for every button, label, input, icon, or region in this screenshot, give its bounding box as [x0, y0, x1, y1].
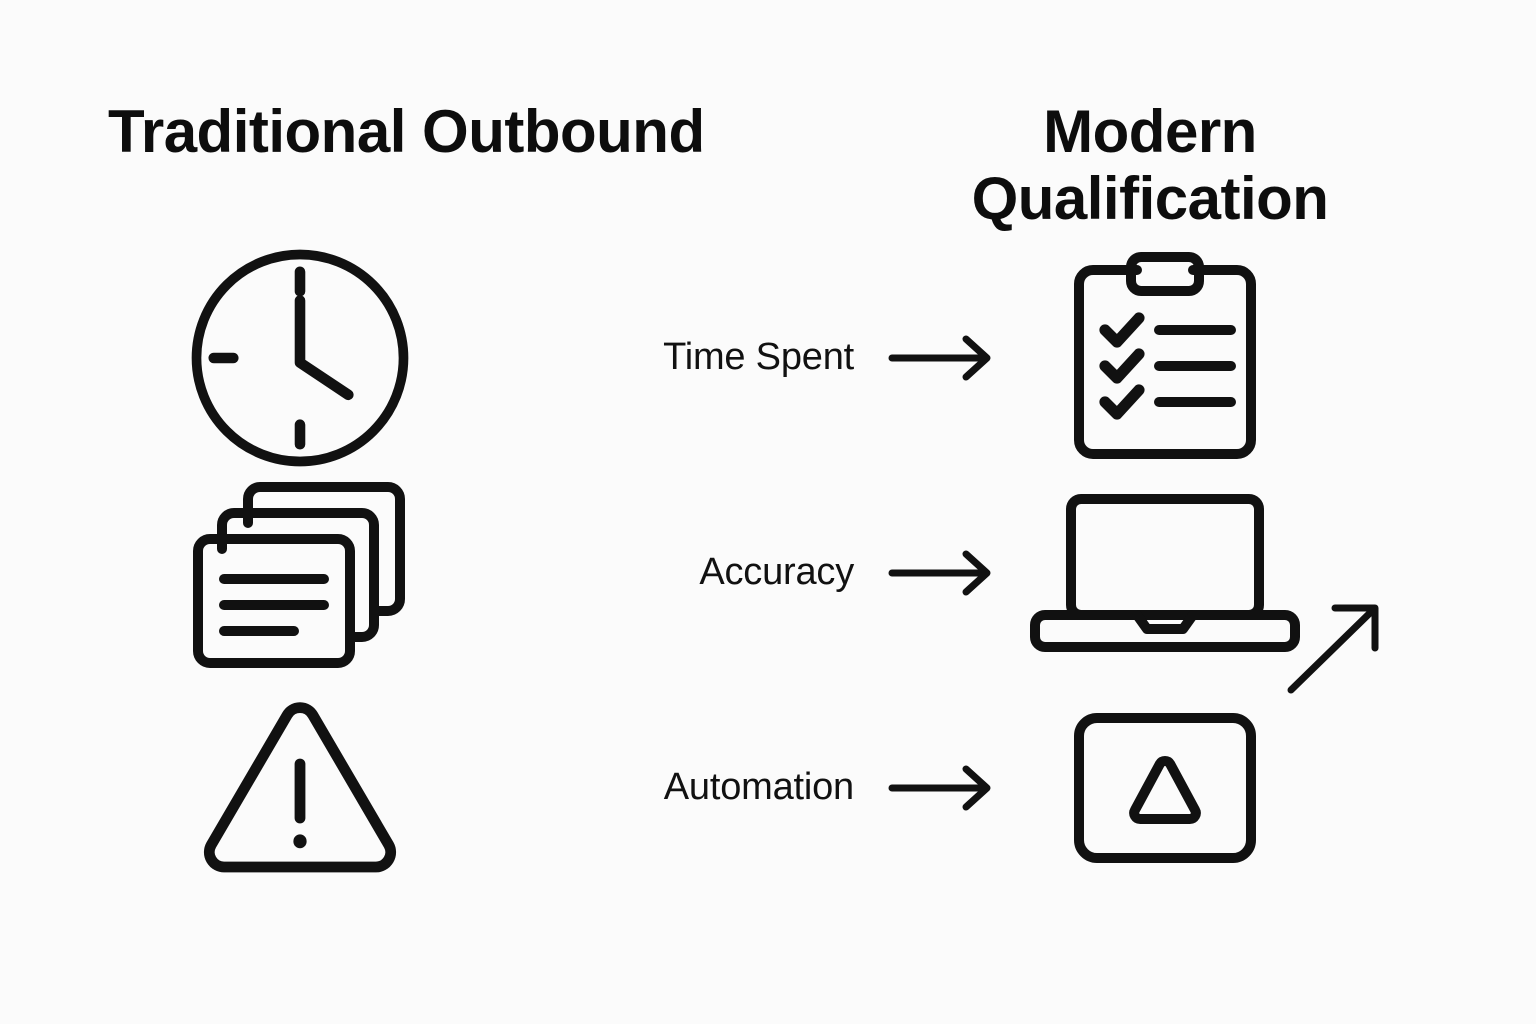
comparison-row-automation: Automation	[480, 680, 1000, 895]
icon-slot-accuracy-right	[1000, 465, 1330, 680]
traditional-outbound-column	[135, 249, 465, 895]
modern-qualification-column	[1000, 250, 1330, 895]
stacked-documents-icon	[193, 481, 405, 668]
comparison-row-time-spent: Time Spent	[480, 250, 1000, 465]
icon-slot-time-spent-left	[135, 249, 465, 466]
arrow-right-icon	[888, 550, 991, 595]
clipboard-checklist-icon	[1074, 251, 1256, 459]
comparison-label-accuracy: Accuracy	[699, 551, 854, 593]
icon-slot-time-spent-right	[1000, 250, 1330, 465]
icon-slot-accuracy-left	[135, 465, 465, 680]
comparison-label-time-spent: Time Spent	[663, 336, 854, 378]
icon-slot-automation-left	[135, 680, 465, 895]
comparison-row-accuracy: Accuracy	[480, 465, 1000, 680]
laptop-icon	[1030, 493, 1300, 652]
arrow-right-icon	[888, 335, 991, 380]
comparison-label-automation: Automation	[663, 766, 854, 808]
play-card-icon	[1074, 712, 1256, 863]
trending-up-arrow-icon	[1287, 604, 1379, 694]
warning-triangle-icon	[203, 701, 397, 872]
comparison-labels-column: Time Spent Accuracy Automation	[480, 250, 1000, 895]
page-title-left: Traditional Outbound	[108, 98, 705, 165]
arrow-right-icon	[888, 765, 991, 810]
page-title-right: Modern Qualification	[971, 98, 1329, 233]
icon-slot-automation-right	[1000, 680, 1330, 895]
clock-icon	[191, 249, 409, 466]
